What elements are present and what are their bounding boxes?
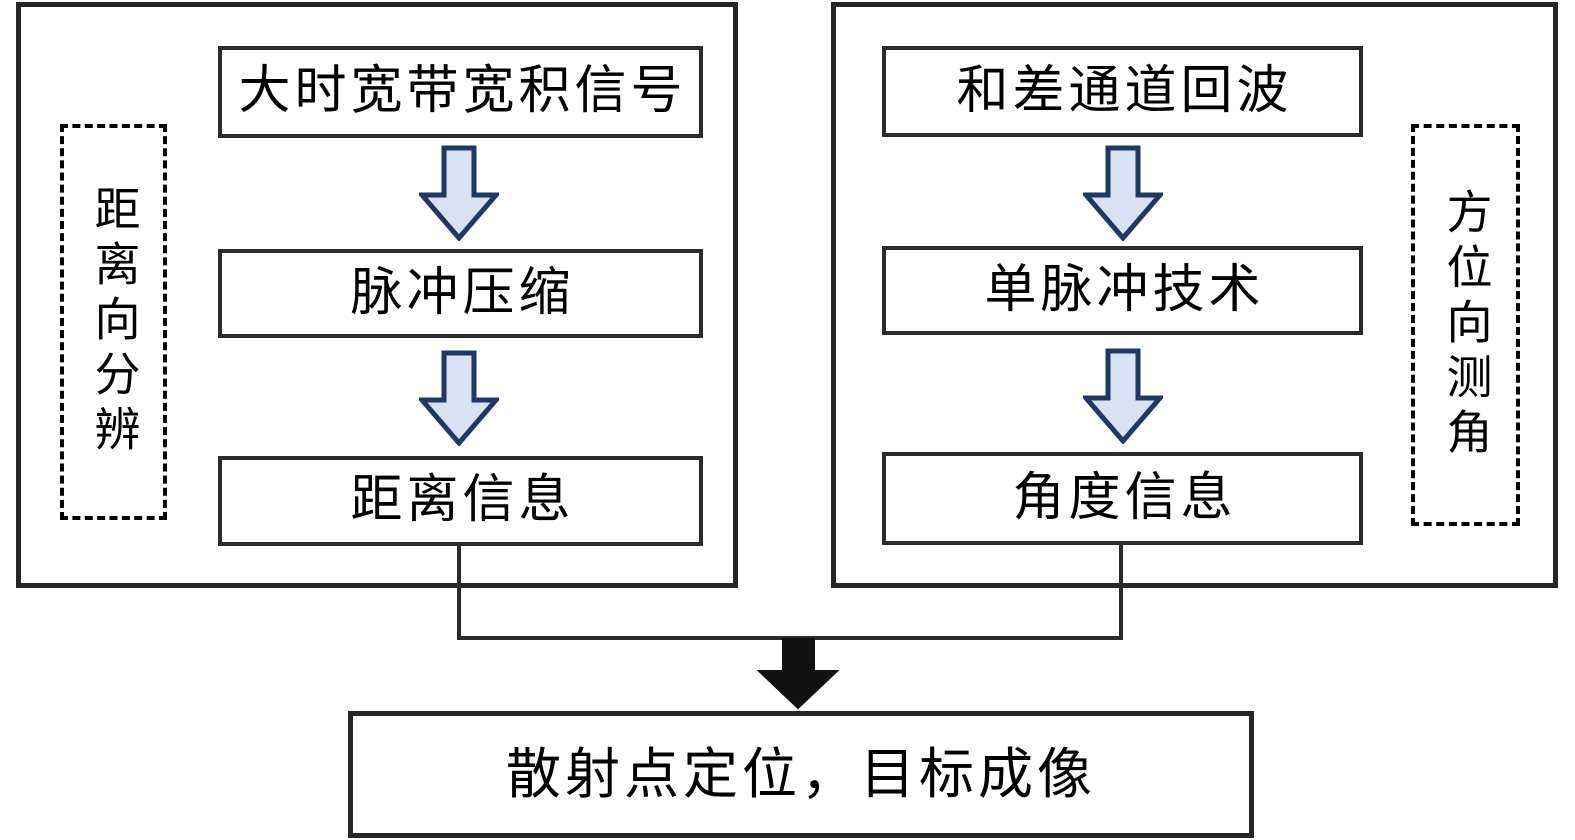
node-monopulse: 单脉冲技术 bbox=[882, 246, 1363, 335]
node-sum-diff-echo-label: 和差通道回波 bbox=[956, 62, 1293, 120]
node-angle-info: 角度信息 bbox=[882, 452, 1363, 545]
left-group-frame bbox=[16, 2, 738, 588]
node-angle-info-label: 角度信息 bbox=[1012, 469, 1237, 527]
node-wideband-signal-label: 大时宽带宽积信号 bbox=[238, 63, 687, 120]
node-sum-diff-echo: 和差通道回波 bbox=[882, 46, 1363, 137]
node-pulse-compression-label: 脉冲压缩 bbox=[350, 264, 575, 322]
node-range-info-label: 距离信息 bbox=[350, 472, 575, 529]
node-output-label: 散射点定位，目标成像 bbox=[505, 744, 1096, 805]
left-side-label: 距离向分辨 bbox=[88, 184, 140, 460]
connector-right-vertical bbox=[1119, 543, 1123, 640]
right-side-label-box: 方位向测角 bbox=[1411, 124, 1520, 526]
merge-arrow-icon bbox=[757, 638, 839, 710]
right-side-label: 方位向测角 bbox=[1440, 187, 1492, 463]
node-range-info: 距离信息 bbox=[218, 456, 703, 546]
node-output: 散射点定位，目标成像 bbox=[348, 711, 1254, 838]
node-monopulse-label: 单脉冲技术 bbox=[984, 261, 1265, 319]
down-arrow-icon bbox=[419, 145, 499, 241]
connector-left-vertical bbox=[457, 543, 461, 640]
left-side-label-box: 距离向分辨 bbox=[60, 124, 167, 520]
node-wideband-signal: 大时宽带宽积信号 bbox=[218, 46, 703, 138]
right-group-frame bbox=[831, 2, 1558, 588]
node-pulse-compression: 脉冲压缩 bbox=[218, 249, 703, 338]
down-arrow-icon bbox=[419, 350, 499, 446]
down-arrow-icon bbox=[1083, 145, 1163, 241]
down-arrow-icon bbox=[1083, 348, 1163, 444]
